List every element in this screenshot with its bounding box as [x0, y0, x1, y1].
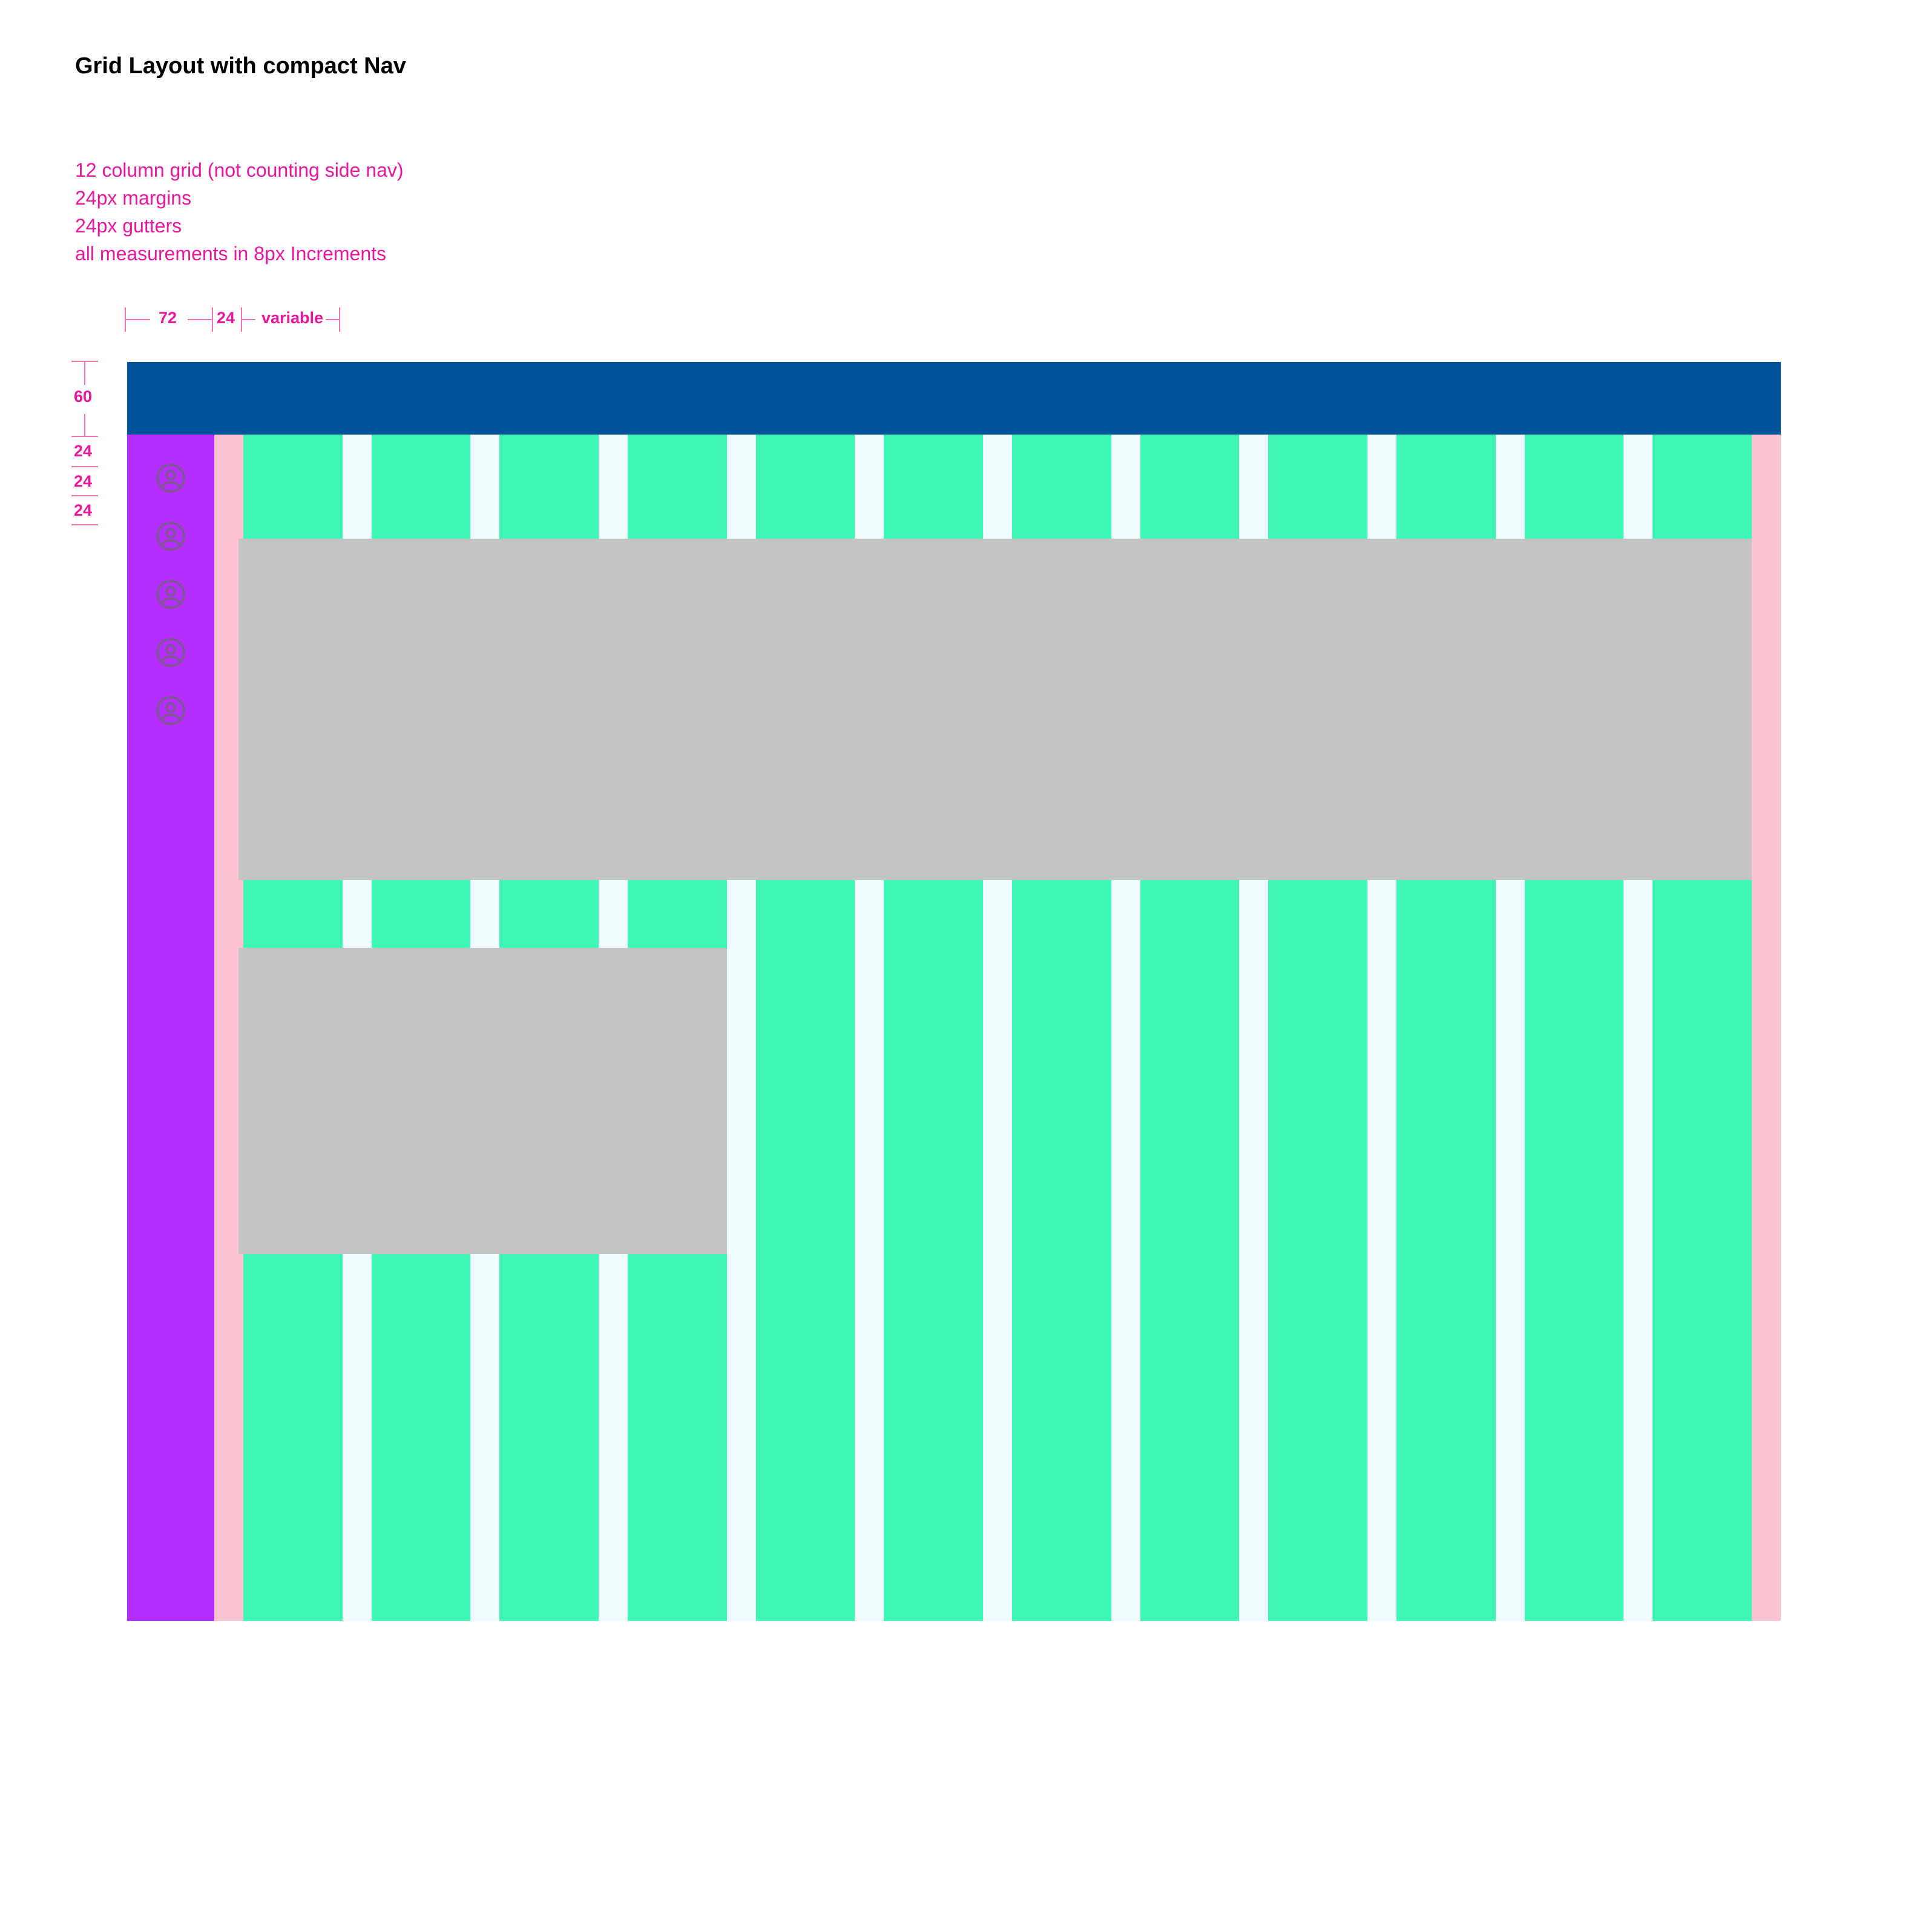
- measure-line: [242, 319, 255, 320]
- measure-tick: [212, 307, 213, 332]
- user-circle-icon[interactable]: [155, 695, 186, 726]
- column-grid: [238, 435, 1752, 1621]
- four-column-block: [238, 948, 727, 1254]
- header-bar: [127, 362, 1781, 435]
- side-nav: [127, 435, 214, 1621]
- measure-line: [84, 362, 85, 385]
- spacing-label: 24: [74, 442, 93, 460]
- note-gutters: 24px gutters: [75, 215, 182, 237]
- user-circle-icon[interactable]: [155, 462, 186, 494]
- measure-tick: [339, 307, 340, 332]
- measure-tick: [71, 361, 98, 362]
- measure-line: [126, 319, 150, 320]
- measure-line: [188, 319, 212, 320]
- nav-width-label: 72: [159, 309, 177, 327]
- layout-frame: [127, 362, 1781, 1621]
- measure-tick: [71, 466, 98, 467]
- measure-line: [326, 319, 339, 320]
- page-title: Grid Layout with compact Nav: [75, 53, 406, 79]
- column-width-label: variable: [261, 309, 324, 327]
- user-circle-icon[interactable]: [155, 637, 186, 668]
- full-width-block: [238, 539, 1752, 880]
- measure-tick: [125, 307, 126, 332]
- user-circle-icon[interactable]: [155, 521, 186, 552]
- note-columns: 12 column grid (not counting side nav): [75, 159, 404, 181]
- spec-notes: 12 column grid (not counting side nav) 2…: [75, 156, 404, 268]
- margin-width-label: 24: [217, 309, 235, 327]
- note-increments: all measurements in 8px Increments: [75, 243, 386, 264]
- note-margins: 24px margins: [75, 187, 192, 209]
- measure-tick: [241, 307, 242, 332]
- spacing-label: 24: [74, 501, 93, 519]
- header-height-label: 60: [74, 387, 93, 406]
- measure-line: [84, 414, 85, 436]
- user-circle-icon[interactable]: [155, 579, 186, 610]
- measure-tick: [71, 524, 98, 525]
- spacing-label: 24: [74, 472, 93, 490]
- measure-tick: [71, 436, 98, 437]
- measure-tick: [71, 495, 98, 496]
- right-margin: [1752, 435, 1781, 1621]
